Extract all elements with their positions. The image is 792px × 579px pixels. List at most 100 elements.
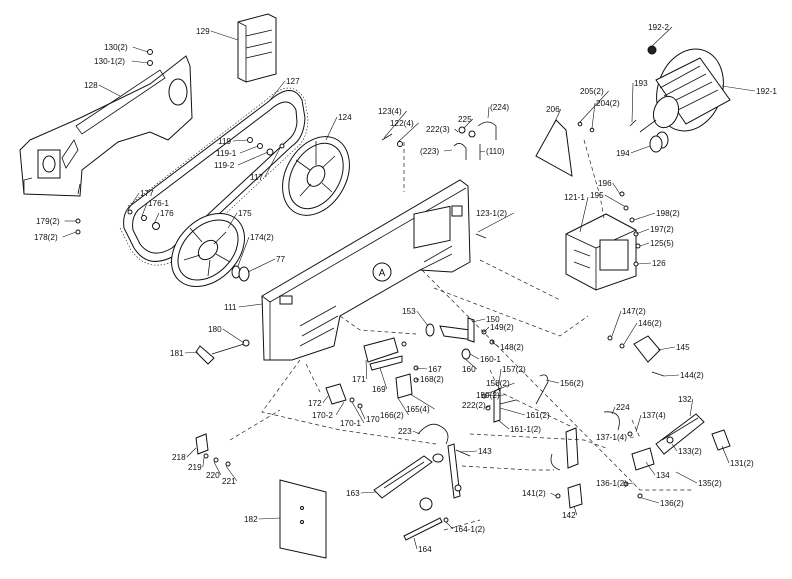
gearbox-121-1 bbox=[565, 213, 637, 291]
bolt-123-1 bbox=[475, 233, 487, 239]
callout-label-176-1: 176-1 bbox=[148, 199, 169, 208]
leader-line-197-2 bbox=[635, 228, 650, 235]
callout-label-177: 177 bbox=[140, 189, 154, 198]
leader-line-131-2 bbox=[721, 445, 730, 464]
leader-line-143 bbox=[459, 450, 478, 453]
callout-label-198-2: 198(2) bbox=[656, 209, 680, 218]
callout-label-223: (223) bbox=[420, 147, 439, 156]
leader-line-153 bbox=[416, 310, 429, 327]
callout-label-222-3: 222(3) bbox=[426, 125, 450, 134]
pulley-194 bbox=[649, 131, 669, 153]
callout-label-170-2: 170-2 bbox=[312, 411, 333, 420]
callout-label-222-2: 222(2) bbox=[462, 401, 486, 410]
leader-line-128 bbox=[98, 84, 121, 97]
leader-line-164-1-2 bbox=[445, 521, 454, 530]
callout-label-160: 160 bbox=[462, 365, 476, 374]
leader-line-176 bbox=[153, 212, 160, 225]
leader-line-222-3 bbox=[454, 128, 459, 133]
callout-label-163: 163 bbox=[346, 489, 360, 498]
rod-164 bbox=[403, 517, 449, 541]
leader-line-192-2 bbox=[651, 26, 673, 47]
leader-line-178-2 bbox=[62, 231, 77, 238]
leader-line-193 bbox=[631, 82, 634, 123]
hardware-119 bbox=[247, 137, 285, 156]
callout-label-164-1-2: 164-1(2) bbox=[454, 525, 485, 534]
leader-line-150 bbox=[471, 318, 486, 323]
leader-line-127 bbox=[269, 80, 286, 101]
callout-label-206: 206 bbox=[546, 105, 560, 114]
leader-line-167 bbox=[415, 367, 428, 370]
callout-label-148-2: 148(2) bbox=[500, 343, 524, 352]
cover-plate-129 bbox=[237, 13, 277, 83]
leader-line-175 bbox=[227, 212, 238, 229]
leader-line-124 bbox=[325, 116, 338, 141]
leader-line-206 bbox=[553, 108, 562, 125]
callout-label-144-2: 144(2) bbox=[680, 371, 704, 380]
callout-label-137-1-4: 137-1(4) bbox=[596, 433, 627, 442]
callout-label-224: 224 bbox=[616, 403, 630, 412]
leader-line-110 bbox=[479, 150, 486, 153]
leader-line-224 bbox=[611, 406, 616, 415]
callout-label-136-1-2: 136-1(2) bbox=[596, 479, 627, 488]
leader-line-225 bbox=[463, 118, 474, 129]
leader-line-223 bbox=[412, 430, 421, 435]
motor-192-1 bbox=[639, 45, 731, 133]
assembly-lines bbox=[229, 139, 694, 531]
leader-line-180 bbox=[222, 328, 245, 344]
callout-label-204-2: 204(2) bbox=[596, 99, 620, 108]
callout-label-125-5: 125(5) bbox=[650, 239, 674, 248]
callout-label-172: 172 bbox=[308, 399, 322, 408]
callout-label-171: 171 bbox=[352, 375, 366, 384]
callout-label-145: 145 bbox=[676, 343, 690, 352]
wheel-175 bbox=[171, 213, 245, 287]
leader-line-125-5 bbox=[639, 242, 650, 247]
callout-label-123-4: 123(4) bbox=[378, 107, 402, 116]
callout-label-179-2: 179(2) bbox=[36, 217, 60, 226]
callout-label-180: 180 bbox=[208, 325, 222, 334]
callout-label-224: (224) bbox=[490, 103, 509, 112]
leader-line-196 bbox=[612, 182, 621, 195]
leader-line-146-2 bbox=[623, 322, 638, 345]
leader-line-172 bbox=[322, 395, 329, 404]
callout-label-131-2: 131(2) bbox=[730, 459, 754, 468]
leader-line-122-4 bbox=[397, 122, 419, 143]
leader-line-134 bbox=[645, 461, 656, 476]
callout-label-130-1-2: 130-1(2) bbox=[94, 57, 125, 66]
callout-label-196: 196 bbox=[598, 179, 612, 188]
saw-blade-127 bbox=[119, 87, 309, 266]
callout-label-161-2: 161(2) bbox=[526, 411, 550, 420]
callout-label-130-2: 130(2) bbox=[104, 43, 128, 52]
leader-line-218 bbox=[186, 447, 197, 458]
callout-label-170: 170 bbox=[366, 415, 380, 424]
leader-line-132 bbox=[689, 398, 694, 417]
leader-line-204-2 bbox=[591, 102, 596, 129]
knob-181 bbox=[195, 339, 250, 365]
leader-line-77 bbox=[247, 258, 276, 273]
reference-marker-label: A bbox=[379, 268, 386, 279]
leader-line-136-1-2 bbox=[625, 482, 634, 485]
callout-label-174-2: 174(2) bbox=[250, 233, 274, 242]
bracket-150 bbox=[425, 317, 495, 360]
leader-line-142 bbox=[573, 505, 578, 516]
screw-130 bbox=[147, 49, 153, 66]
leader-line-136-2 bbox=[641, 497, 660, 504]
leader-line-221 bbox=[225, 465, 238, 482]
leader-line-126 bbox=[637, 262, 652, 265]
callout-label-159-2: 159(2) bbox=[476, 391, 500, 400]
callout-label-127: 127 bbox=[286, 77, 300, 86]
leader-line-195 bbox=[604, 194, 625, 207]
callout-label-192-1: 192-1 bbox=[756, 87, 777, 96]
leader-lines bbox=[62, 26, 756, 550]
leader-line-130-1-2 bbox=[131, 60, 149, 64]
leader-line-149-2 bbox=[483, 326, 490, 333]
leader-line-137-1-4 bbox=[629, 436, 634, 439]
bracket-145 bbox=[607, 335, 665, 377]
leader-line-181 bbox=[184, 351, 199, 354]
leader-line-160 bbox=[463, 357, 477, 370]
callout-label-141-2: 141(2) bbox=[522, 489, 546, 498]
callout-label-77: 77 bbox=[276, 255, 286, 264]
callout-label-147-2: 147(2) bbox=[622, 307, 646, 316]
callout-label-142: 142 bbox=[562, 511, 576, 520]
wheel-124 bbox=[282, 136, 350, 216]
